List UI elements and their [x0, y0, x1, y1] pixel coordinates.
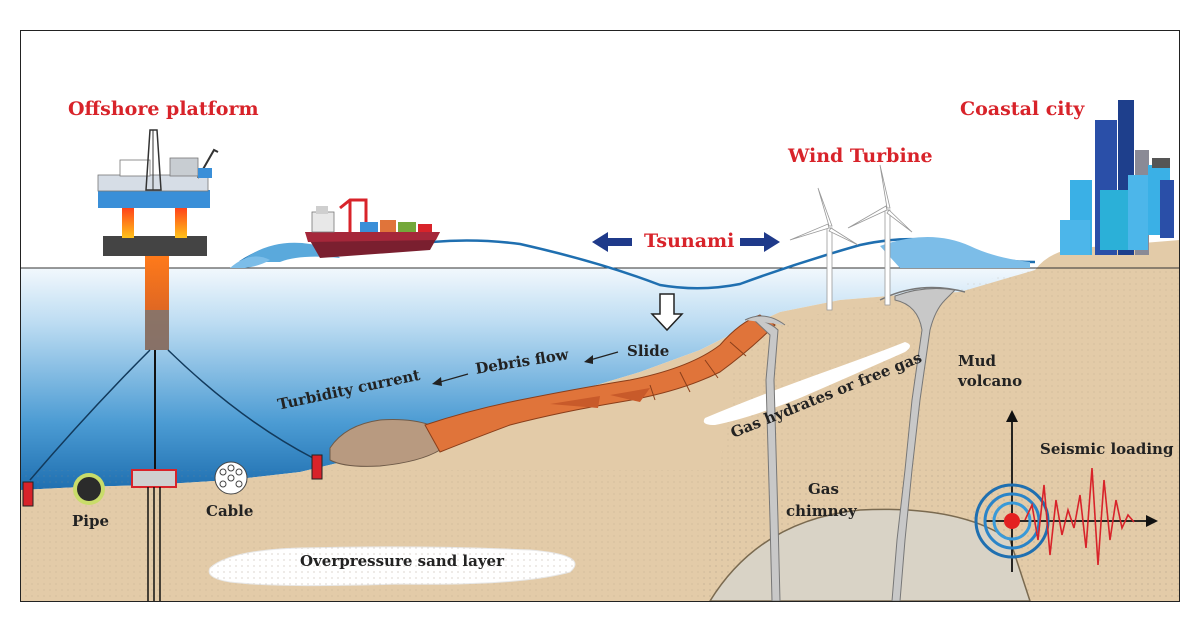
mooring-line-left	[29, 349, 151, 481]
anchor-right	[311, 454, 323, 480]
tsunami-arrow-right	[740, 232, 780, 252]
slide-scarps	[649, 341, 747, 401]
pipe-icon	[73, 473, 105, 505]
seismic-loading-icon	[974, 410, 1158, 572]
cable-label: Cable	[206, 502, 254, 520]
offshore-platform	[97, 129, 219, 350]
tsunami-label: Tsunami	[644, 230, 735, 252]
slope-texture	[700, 240, 1180, 601]
sea-water	[21, 268, 1035, 490]
gas-hydrate-lens	[703, 342, 910, 425]
pipe-label: Pipe	[72, 512, 110, 530]
wellhead	[131, 469, 177, 488]
wave-crest-right	[880, 237, 1030, 268]
slide-label: Slide	[627, 342, 670, 360]
slide-blocks	[550, 388, 650, 408]
wind-turbine-label: Wind Turbine	[788, 145, 933, 167]
gas-chimney-label-line2: chimney	[786, 502, 857, 520]
coastal-city-skyline	[1060, 100, 1174, 255]
overpressure-sand-label: Overpressure sand layer	[300, 552, 504, 570]
mud-volcano-label-line2: volcano	[958, 372, 1023, 390]
gas-chimney-label-line1: Gas	[808, 480, 839, 498]
mud-volcano-label-line1: Mud	[958, 352, 996, 370]
derrick	[145, 129, 162, 191]
wave-splash	[230, 256, 270, 268]
slide-down-arrow	[650, 293, 684, 332]
chimney-vent	[744, 315, 786, 326]
sand-texture	[209, 546, 575, 586]
mooring-line-right	[167, 349, 314, 459]
wind-turbine-1	[789, 187, 859, 311]
arrow-debris-to-turbidity	[439, 373, 469, 383]
arrow-slide-to-debris	[589, 351, 619, 361]
cable-icon	[214, 461, 248, 495]
anchor-left	[22, 481, 34, 507]
tsunami-arrow-left	[592, 232, 632, 252]
mud-volcano-conduit	[891, 288, 957, 602]
platform-base	[103, 236, 207, 256]
seismic-loading-label: Seismic loading	[1040, 440, 1174, 458]
platform-deck	[98, 190, 210, 208]
ship-icon	[305, 198, 440, 258]
wind-turbine-2	[847, 164, 913, 306]
coastal-city-label: Coastal city	[960, 98, 1085, 120]
slide-mass	[424, 314, 776, 453]
gas-chimney-dome	[708, 508, 1032, 602]
offshore-platform-label: Offshore platform	[68, 98, 259, 120]
